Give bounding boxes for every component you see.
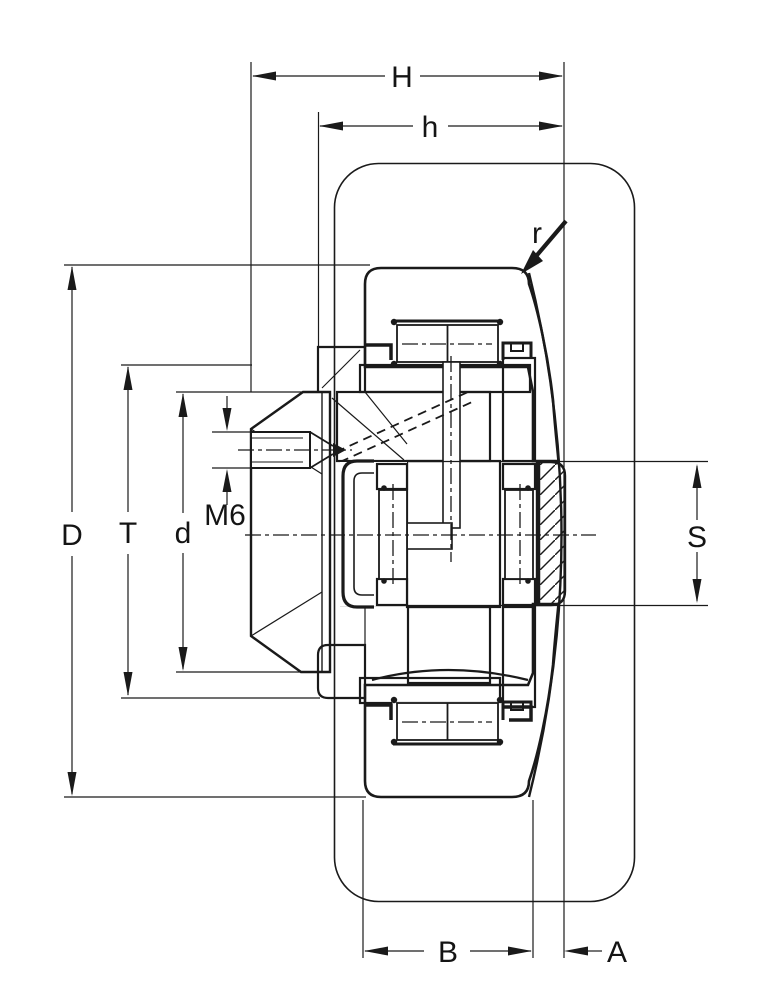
dimension-M6: M6	[204, 396, 252, 532]
lube-bore-cross	[406, 522, 453, 550]
label-M6: M6	[204, 499, 246, 532]
dimension-h: h	[317, 111, 563, 347]
centerlines	[238, 343, 596, 723]
retainer-clip	[341, 459, 374, 609]
seal-bottom-left	[366, 703, 393, 720]
side-thrust-plate	[535, 460, 567, 607]
guide-rail-profile	[333, 162, 636, 903]
spacer-washer-top	[316, 345, 367, 392]
label-H: H	[391, 61, 413, 94]
dimension-T: T	[119, 364, 320, 699]
dimension-S: S	[687, 464, 707, 603]
label-S: S	[687, 521, 707, 554]
dimension-A: A	[564, 936, 627, 969]
dimension-H: H	[250, 61, 563, 392]
radial-rollers-bottom	[366, 696, 533, 748]
label-A: A	[607, 936, 627, 969]
label-d: d	[175, 517, 192, 550]
dimension-D: D	[61, 264, 370, 798]
hidden-lube-passage	[335, 391, 469, 453]
radial-rollers-top	[390, 317, 504, 368]
label-r: r	[532, 217, 542, 250]
seal-top-left	[366, 343, 393, 360]
label-D: D	[61, 519, 83, 552]
label-h: h	[422, 111, 439, 144]
axial-bearing-left	[340, 459, 409, 609]
sleeve-step	[503, 705, 533, 722]
dimension-r: r	[521, 217, 568, 274]
wheel-outer-ring-top	[363, 266, 560, 463]
spacer-washer-bottom	[316, 643, 367, 700]
grease-hole-tip	[333, 443, 346, 457]
dimension-d: d	[175, 391, 310, 673]
label-B: B	[438, 936, 458, 969]
seal-top-right	[501, 341, 533, 360]
wheel-outer-ring-bottom	[363, 602, 560, 799]
dimension-B: B	[362, 800, 534, 969]
label-T: T	[119, 517, 137, 550]
